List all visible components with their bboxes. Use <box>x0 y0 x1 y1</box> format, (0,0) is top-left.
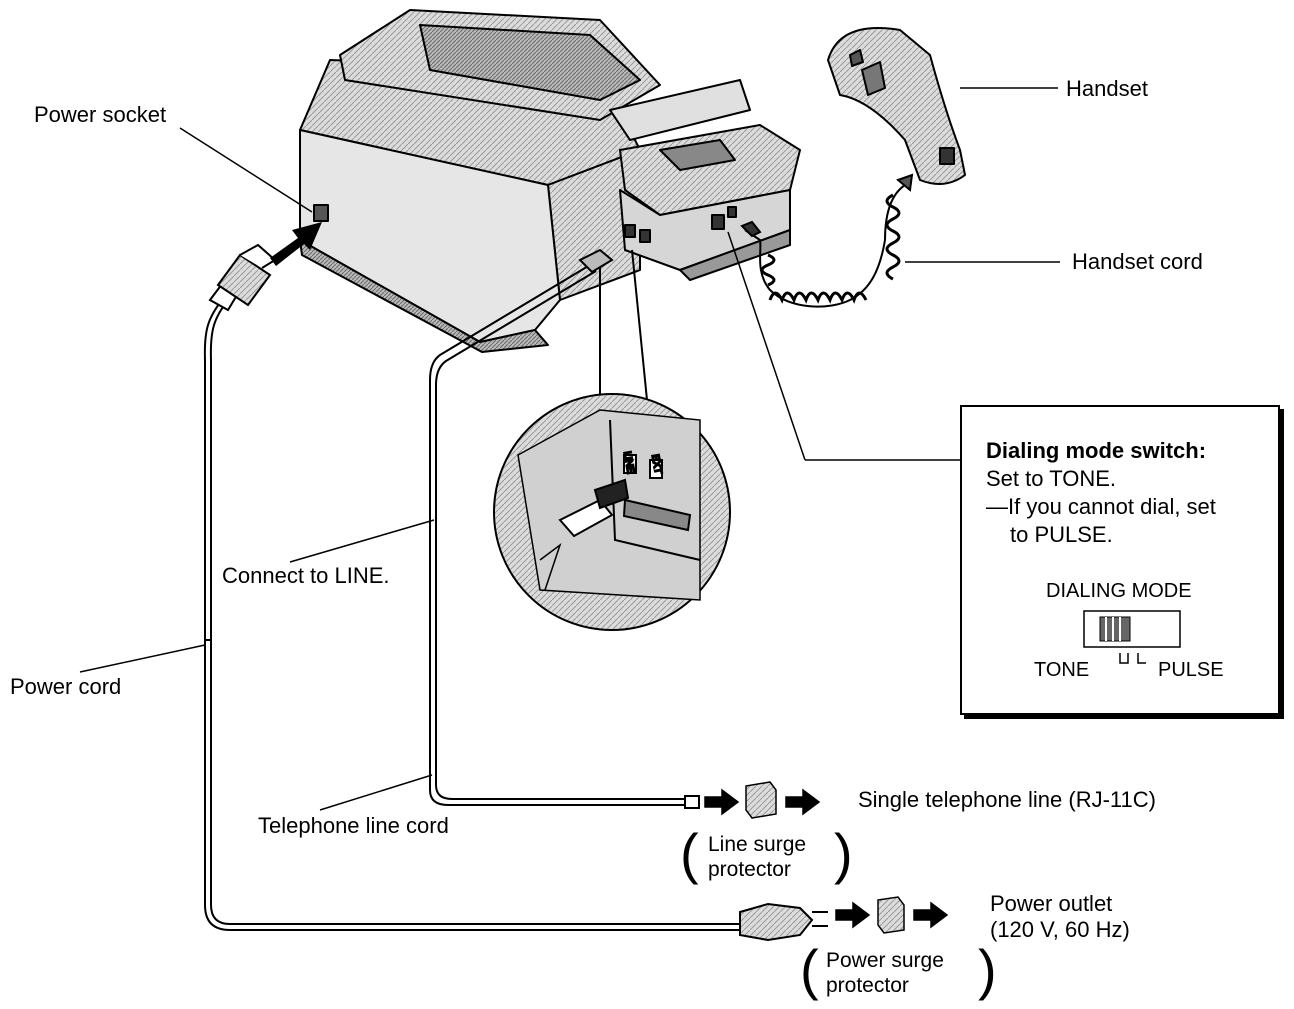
fax-machine <box>299 9 801 353</box>
handset-cord-label: Handset cord <box>1072 249 1203 274</box>
socket-arrow <box>270 222 322 266</box>
line-surge-chain <box>704 781 821 819</box>
dialing-mode-line-2: —If you cannot dial, set <box>986 494 1216 519</box>
line-surge-open-paren: ( <box>680 822 699 885</box>
svg-text:EXT: EXT <box>649 454 663 475</box>
line-surge-label-2: protector <box>708 858 791 881</box>
power-socket-label: Power socket <box>34 102 167 127</box>
dialing-mode-title: Dialing mode switch: <box>986 438 1207 463</box>
coiled-handset-cord <box>740 173 914 308</box>
dialing-mode-callout: Dialing mode switch: Set to TONE. —If yo… <box>960 405 1280 715</box>
svg-text:LINE: LINE <box>621 451 636 475</box>
power-cord-label: Power cord <box>10 674 122 699</box>
dialing-mode-tone: TONE <box>1034 659 1090 681</box>
single-telephone-line-label: Single telephone line (RJ-11C) <box>858 787 1156 812</box>
power-cord <box>203 243 828 942</box>
line-jack-detail: LINE EXT <box>493 249 731 631</box>
leader-lines <box>79 87 1060 811</box>
connect-to-line-label: Connect to LINE. <box>222 563 390 588</box>
handset-label: Handset <box>1066 76 1148 101</box>
dialing-mode-pulse: PULSE <box>1158 659 1224 681</box>
dialing-mode-line-3: to PULSE. <box>1010 522 1113 547</box>
handset-illustration <box>827 27 966 185</box>
telephone-line-cord-label: Telephone line cord <box>258 813 449 838</box>
power-surge-label-2: protector <box>826 974 909 997</box>
power-surge-open-paren: ( <box>800 938 819 1001</box>
dialing-mode-line-1: Set to TONE. <box>986 466 1117 491</box>
power-surge-chain <box>835 896 949 934</box>
power-outlet-label-1: Power outlet <box>990 891 1113 916</box>
dialing-mode-switch-title: DIALING MODE <box>1046 580 1192 602</box>
telephone-line-cord <box>429 248 700 809</box>
dialing-mode-switch <box>1083 610 1181 664</box>
power-surge-close-paren: ) <box>978 938 997 1001</box>
line-surge-label-1: Line surge <box>708 833 807 856</box>
line-surge-close-paren: ) <box>834 822 853 885</box>
power-outlet-label-2: (120 V, 60 Hz) <box>990 917 1130 942</box>
power-surge-label-1: Power surge <box>826 949 944 972</box>
